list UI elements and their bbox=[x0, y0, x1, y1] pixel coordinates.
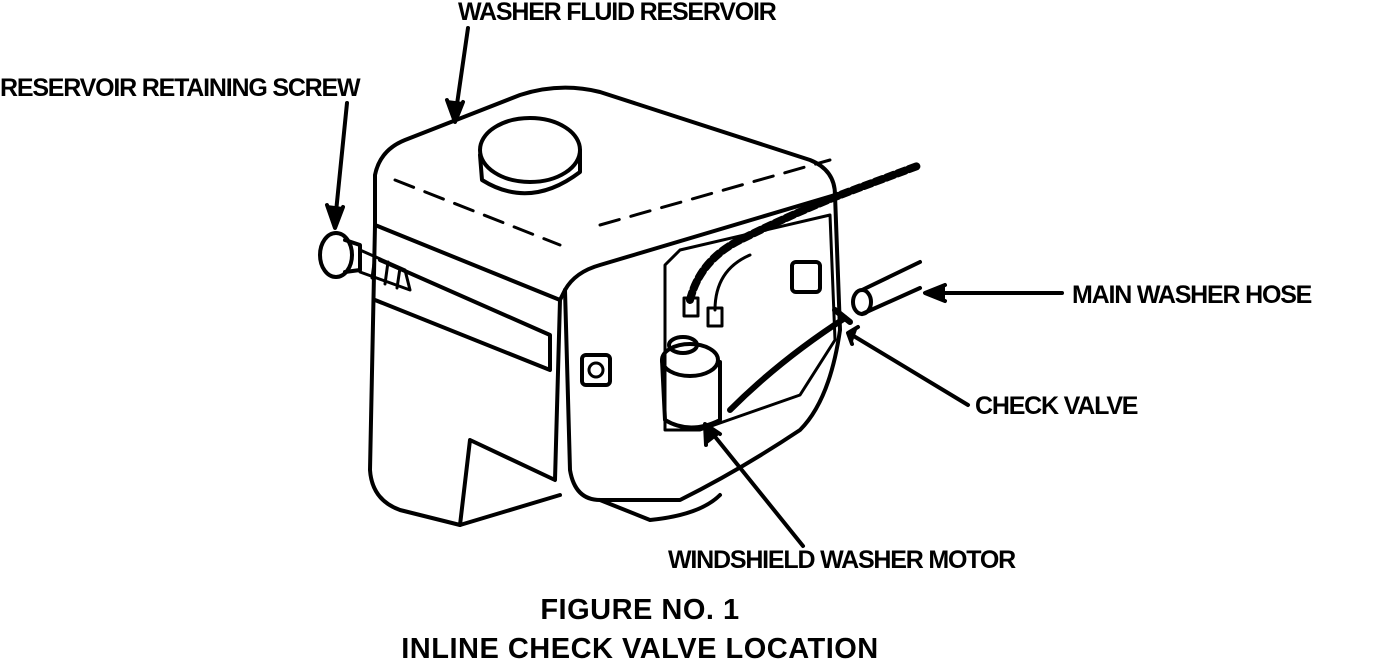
arrow-check-valve bbox=[850, 333, 970, 407]
retaining-screw bbox=[318, 231, 412, 292]
reservoir-front bbox=[368, 223, 562, 527]
grommet-side bbox=[790, 260, 822, 294]
figure-title: INLINE CHECK VALVE LOCATION bbox=[401, 633, 879, 664]
label-washer-fluid-reservoir: WASHER FLUID RESERVOIR bbox=[458, 0, 777, 26]
label-reservoir-retaining-screw: RESERVOIR RETAINING SCREW bbox=[0, 74, 361, 102]
figure-number: FIGURE NO. 1 bbox=[540, 594, 740, 626]
reservoir-cap bbox=[478, 116, 582, 184]
arrow-screw bbox=[333, 101, 349, 224]
check-valve bbox=[727, 315, 848, 413]
main-washer-hose bbox=[851, 260, 922, 316]
grommet-front bbox=[580, 353, 612, 387]
reservoir-side bbox=[563, 193, 842, 502]
label-main-washer-hose: MAIN WASHER HOSE bbox=[1072, 281, 1312, 309]
arrow-motor bbox=[706, 426, 805, 548]
label-check-valve: CHECK VALVE bbox=[975, 392, 1138, 420]
reservoir-top bbox=[373, 85, 837, 302]
label-windshield-washer-motor: WINDSHIELD WASHER MOTOR bbox=[668, 546, 1016, 574]
motor-recess bbox=[663, 213, 837, 432]
